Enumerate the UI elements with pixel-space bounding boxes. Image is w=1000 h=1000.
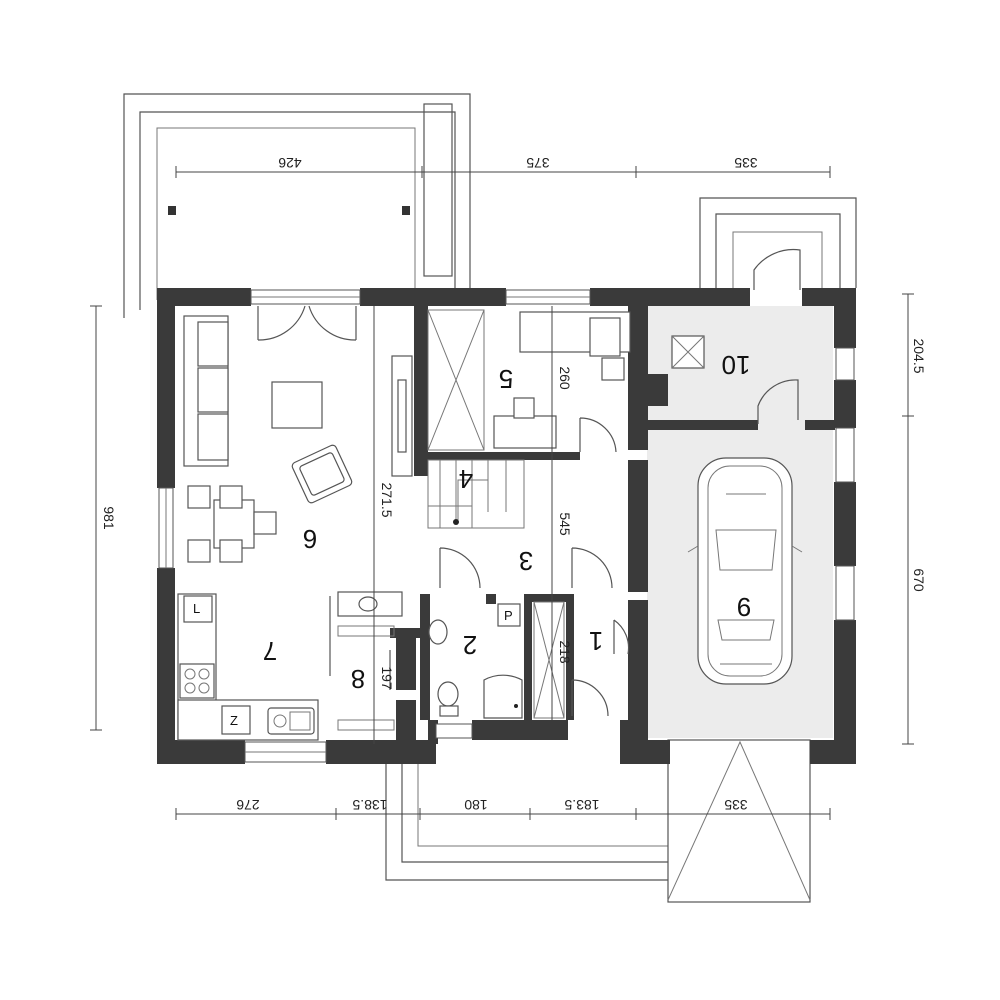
boiler-room-fixtures: [671, 335, 705, 369]
doors: [257, 248, 801, 717]
bathroom-fixtures: [428, 601, 565, 719]
room-7-number: 7: [263, 636, 277, 666]
side-canopy: [699, 197, 857, 288]
dim-bottom-1: 276: [236, 797, 260, 813]
dim-inner-4: 218: [557, 640, 573, 664]
dim-left: 981: [101, 506, 117, 530]
kitchen-label-l: L: [193, 601, 200, 616]
office-furniture: [493, 311, 631, 449]
dim-top-2: 375: [526, 155, 550, 171]
dim-bottom-4: 183.5: [564, 797, 599, 813]
room-2-number: 2: [463, 630, 477, 660]
room-9-number: 9: [737, 592, 751, 622]
dimension-texts: 426 375 335 276 138.5 180 183.5 335 981 …: [101, 155, 927, 813]
dim-bottom-5: 335: [724, 797, 748, 813]
room-1-number: 1: [589, 626, 603, 656]
entrance-steps: [385, 739, 811, 903]
dim-inner-2: 260: [557, 366, 573, 390]
interior-walls: [390, 306, 835, 740]
dim-bottom-3: 180: [464, 797, 488, 813]
room-3-number: 3: [519, 546, 533, 576]
room-numbers: 1 2 3 4 5 6 7 8 9 10: [263, 350, 751, 694]
room-8-number: 8: [351, 664, 365, 694]
room-4-number: 4: [459, 464, 473, 494]
room-10-number: 10: [722, 350, 751, 380]
terrace-top-left: [123, 93, 471, 318]
dim-bottom-2: 138.5: [352, 797, 387, 813]
fixture-label-p: P: [504, 608, 513, 623]
room-5-number: 5: [499, 364, 513, 394]
dim-inner-1: 271.5: [379, 482, 395, 517]
dimension-lines: [90, 166, 914, 820]
dim-right-lower: 670: [911, 568, 927, 592]
living-furniture: [183, 315, 413, 504]
dining-table: [187, 485, 277, 563]
staircase: [427, 309, 525, 529]
dim-inner-5: 197: [379, 666, 395, 690]
dim-top-1: 426: [278, 155, 302, 171]
pantry-fixtures: [337, 591, 403, 731]
dim-inner-3: 545: [557, 512, 573, 536]
windows: [158, 289, 855, 763]
dim-right-upper: 204.5: [911, 338, 927, 373]
kitchen-units: [177, 593, 319, 741]
kitchen-label-z: Z: [230, 713, 238, 728]
room-6-number: 6: [303, 524, 317, 554]
exterior-walls: [157, 288, 856, 764]
car: [687, 457, 803, 685]
dim-top-3: 335: [734, 155, 758, 171]
